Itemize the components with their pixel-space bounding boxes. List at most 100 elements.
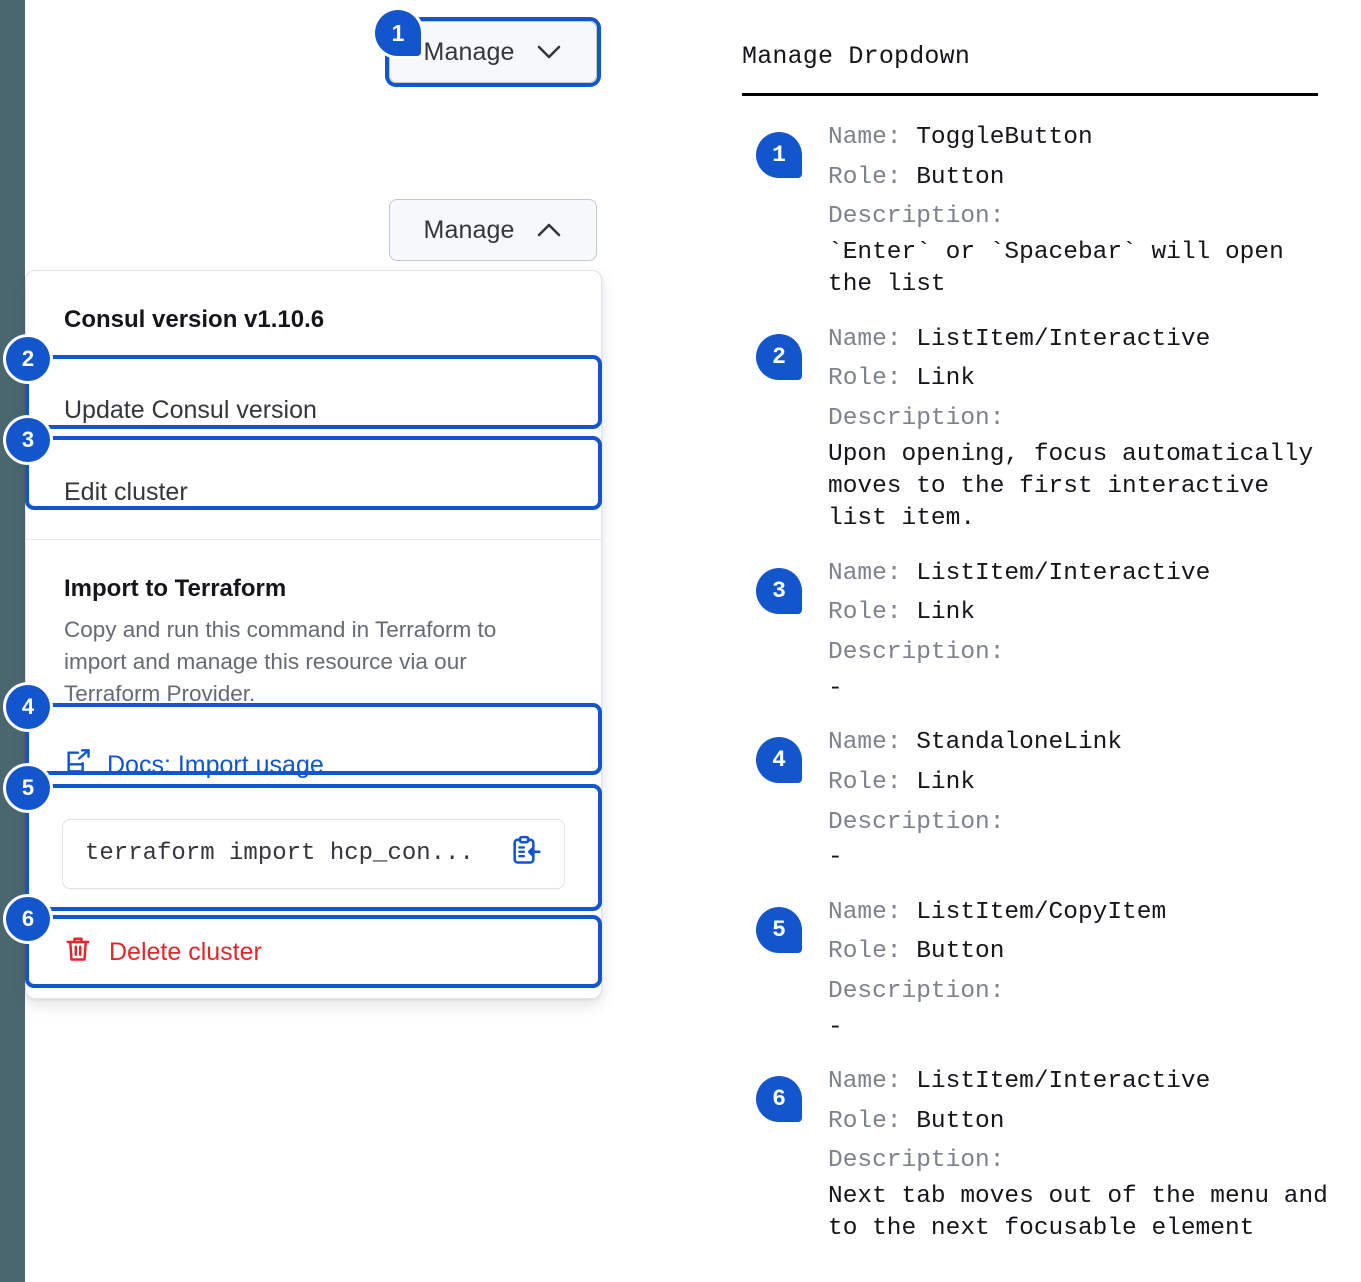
spec-name-value: ListItem/Interactive — [916, 1067, 1211, 1095]
spec-name-value: ListItem/Interactive — [916, 559, 1211, 587]
spec-description-label: Description: — [828, 972, 1342, 1012]
spec-role-label: Role: — [828, 938, 917, 966]
annotation-badge-4: 4 — [6, 685, 50, 729]
spec-description-value: `Enter` or `Spacebar` will open the list — [828, 239, 1284, 299]
spec-description-value: - — [828, 674, 843, 702]
clipboard-copy-icon[interactable] — [510, 835, 542, 872]
consul-version-heading: Consul version v1.10.6 — [64, 306, 325, 333]
import-to-terraform-heading: Import to Terraform — [64, 575, 287, 602]
import-to-terraform-description: Copy and run this command in Terraform t… — [64, 617, 497, 706]
spec-badge-column: 5 — [742, 893, 828, 1044]
annotation-badge-2: 2 — [6, 337, 50, 381]
spec-badge-3: 3 — [756, 567, 802, 614]
spec-description-value: - — [828, 1013, 843, 1041]
spec-name-label: Name: — [828, 325, 917, 353]
spec-panel-rule — [742, 93, 1318, 96]
terraform-command-field[interactable]: terraform import hcp_con... — [62, 818, 565, 889]
spec-role-label: Role: — [828, 1107, 917, 1135]
spec-badge-column: 2 — [742, 320, 828, 536]
spec-role-value: Button — [916, 938, 1005, 966]
spec-description-label-text: Description: — [828, 203, 1005, 231]
spec-description-label-text: Description: — [828, 405, 1005, 433]
spec-name-value: ListItem/Interactive — [916, 325, 1211, 353]
spec-role-value: Link — [916, 768, 976, 796]
spec-role-value: Button — [916, 163, 1005, 191]
spec-badge-5: 5 — [756, 906, 802, 953]
spec-name: Name: StandaloneLink — [828, 723, 1342, 763]
spec-name: Name: ListItem/CopyItem — [828, 893, 1342, 933]
left-edge-strip — [0, 0, 25, 1282]
manage-button-label: Manage — [423, 37, 515, 66]
spec-name: Name: ListItem/Interactive — [828, 1062, 1342, 1102]
spec-name-label: Name: — [828, 1067, 917, 1095]
manage-toggle-button-expanded[interactable]: Manage — [389, 199, 597, 261]
external-link-docs-icon — [64, 748, 92, 783]
manage-toggle-button-collapsed[interactable]: Manage — [389, 21, 597, 83]
docs-import-usage-link[interactable]: Docs: Import usage — [26, 726, 601, 805]
spec-panel-title: Manage Dropdown — [742, 42, 971, 71]
menu-item-update-consul-version[interactable]: Update Consul version — [26, 369, 601, 451]
spec-role-value: Link — [916, 599, 976, 627]
spec-role-label: Role: — [828, 365, 917, 393]
spec-description-label: Description: — [828, 399, 1342, 439]
spec-name-value: ListItem/CopyItem — [916, 898, 1167, 926]
menu-item-delete-cluster[interactable]: Delete cluster — [26, 909, 601, 998]
spec-role-label: Role: — [828, 768, 917, 796]
spec-name: Name: ListItem/Interactive — [828, 554, 1342, 594]
spec-badge-column: 6 — [742, 1062, 828, 1246]
spec-badge-6: 6 — [756, 1075, 802, 1122]
spec-badge-column: 4 — [742, 723, 828, 874]
annotation-badge-5: 5 — [6, 766, 50, 810]
chevron-up-icon — [536, 222, 562, 238]
spec-role-value: Link — [916, 365, 976, 393]
spec-description-label-text: Description: — [828, 808, 1005, 836]
spec-name-value: StandaloneLink — [916, 729, 1123, 757]
spec-description-label-text: Description: — [828, 977, 1005, 1005]
spec-badge-2: 2 — [756, 333, 802, 380]
spec-name-value: ToggleButton — [916, 124, 1093, 151]
spec-description-label: Description: — [828, 197, 1342, 237]
spec-badge-column: 1 — [742, 118, 828, 302]
spec-description-label-text: Description: — [828, 639, 1005, 667]
annotation-badge-3: 3 — [6, 418, 50, 462]
spec-role: Role: Button — [828, 1102, 1342, 1142]
spec-name-label: Name: — [828, 124, 917, 151]
spec-description-label-text: Description: — [828, 1147, 1005, 1175]
spec-badge-1: 1 — [756, 132, 802, 178]
spec-description-value: - — [828, 844, 843, 872]
spec-role: Role: Button — [828, 932, 1342, 972]
docs-import-usage-label: Docs: Import usage — [107, 750, 324, 779]
spec-badge-column: 3 — [742, 554, 828, 705]
menu-item-edit-cluster[interactable]: Edit cluster — [26, 451, 601, 533]
spec-name-label: Name: — [828, 898, 917, 926]
spec-description-value: Upon opening, focus automatically moves … — [828, 440, 1314, 533]
spec-name-label: Name: — [828, 729, 917, 757]
spec-role: Role: Button — [828, 158, 1342, 198]
spec-name: Name: ListItem/Interactive — [828, 320, 1342, 360]
spec-role-label: Role: — [828, 599, 917, 627]
terraform-command-row: terraform import hcp_con... — [26, 805, 601, 909]
spec-description-value: Next tab moves out of the menu and to th… — [828, 1183, 1328, 1243]
spec-badge-4: 4 — [756, 737, 802, 784]
terraform-command-text: terraform import hcp_con... — [85, 840, 474, 868]
manage-button-expanded-label: Manage — [423, 215, 515, 244]
spec-role: Role: Link — [828, 763, 1342, 803]
left-annotated-ui-pane: Manage 1 Manage Consul version v1.10.6 U… — [6, 10, 602, 999]
spec-name-label: Name: — [828, 559, 917, 587]
spec-description-label: Description: — [828, 803, 1342, 843]
spec-role: Role: Link — [828, 359, 1342, 399]
